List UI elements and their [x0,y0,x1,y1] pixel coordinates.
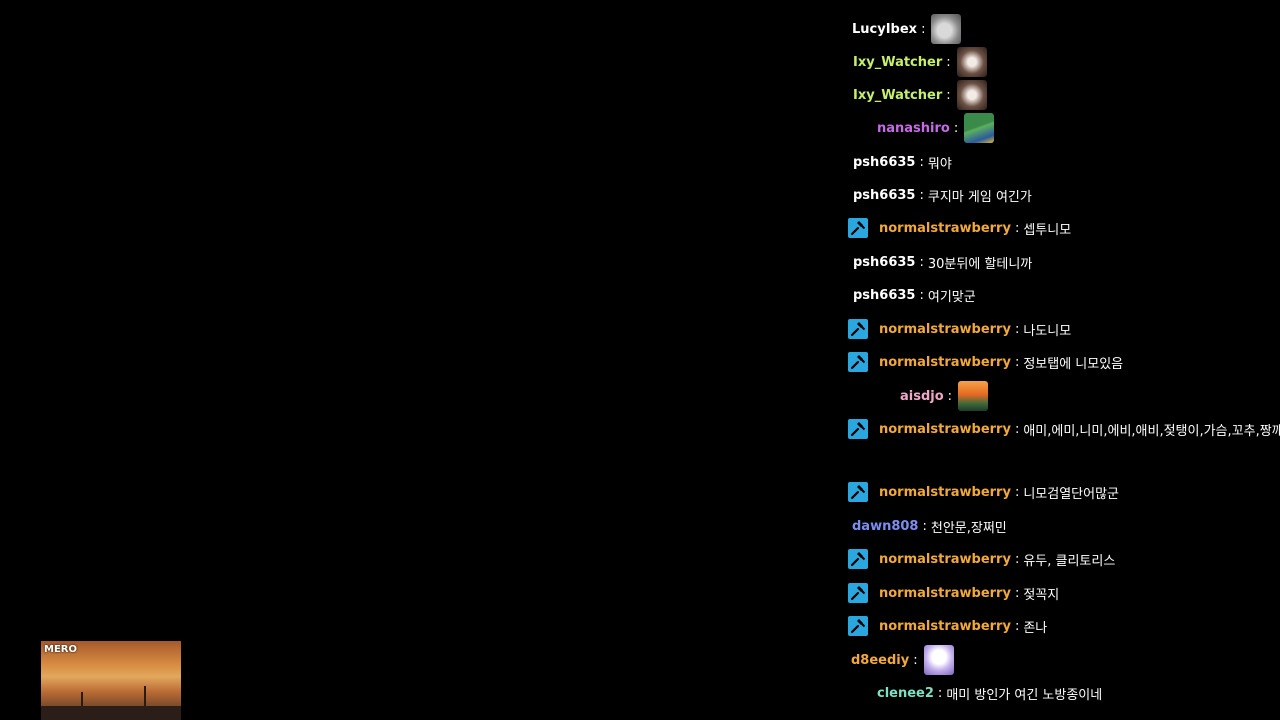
ibex-emote [931,14,962,44]
chat-username[interactable]: psh6635 [853,187,916,203]
sunset-emote [958,381,989,411]
chat-separator: : [947,388,953,404]
chat-message: aisdjo: [900,381,989,411]
chat-separator: : [1014,354,1020,370]
chat-separator: : [919,187,924,203]
chat-username[interactable]: psh6635 [853,287,916,303]
chat-separator: : [937,685,943,701]
moderator-hammer-icon [848,352,868,372]
chat-separator: : [1014,585,1020,601]
chat-message: normalstrawberry:나도니모 [848,314,1071,344]
chat-separator: : [913,652,918,668]
chat-username[interactable]: clenee2 [877,685,934,701]
chat-message: psh6635:뭐야 [853,147,952,177]
chat-separator: : [1014,484,1020,500]
chat-separator: : [946,54,951,70]
chat-message: Ixy_Watcher: [853,47,987,77]
chat-message: normalstrawberry:애미,에미,니미,에비,애비,젖탱이,가슴,꼬… [848,414,1280,444]
tower-shape [144,686,146,720]
chat-message-text: 나도니모 [1023,323,1072,339]
chat-username[interactable]: normalstrawberry [879,585,1011,601]
chat-username[interactable]: Ixy_Watcher [853,54,943,70]
chat-username[interactable]: normalstrawberry [879,421,1011,437]
chat-message: normalstrawberry:셉투니모 [848,213,1071,243]
chat-message: psh6635:여기맞군 [853,280,976,310]
chat-message: LucyIbex: [852,14,962,44]
chat-separator: : [919,154,924,170]
chat-message-text: 유두, 클리토리스 [1023,553,1116,569]
chat-message: psh6635:쿠지마 게임 여긴가 [853,180,1032,210]
chat-message-text: 애미,에미,니미,에비,애비,젖탱이,가슴,꼬추,짱깨 [1023,423,1280,439]
thumbnail-logo: MERO [44,644,77,655]
chat-username[interactable]: normalstrawberry [879,321,1011,337]
chat-message-text: 니모검열단어많군 [1023,486,1120,502]
chat-separator: : [1014,618,1020,634]
chat-message: normalstrawberry:존나 [848,611,1047,641]
chat-message-text: 정보탭에 니모있음 [1023,356,1124,372]
chat-message: dawn808:천안문,장쩌민 [852,511,1007,541]
chat-message-text: 쿠지마 게임 여긴가 [927,189,1032,205]
watcher-emote [956,47,987,77]
chat-message: clenee2:매미 방인가 여긴 노방종이네 [877,678,1102,708]
chat-username[interactable]: normalstrawberry [879,618,1011,634]
chat-username[interactable]: normalstrawberry [879,354,1011,370]
watcher-emote [956,80,987,110]
chat-message: d8eediy: [851,645,954,675]
stream-thumbnail[interactable]: MERO [41,641,181,720]
chat-username[interactable]: aisdjo [900,388,944,404]
anime-emote [923,645,954,675]
chat-separator: : [946,87,951,103]
chat-separator: : [919,287,924,303]
chat-message: normalstrawberry:니모검열단어많군 [848,477,1119,507]
chat-message: nanashiro: [877,113,995,143]
chat-message-text: 매미 방인가 여긴 노방종이네 [946,687,1103,703]
chat-message-text: 셉투니모 [1023,222,1072,238]
chat-separator: : [1014,421,1020,437]
chat-username[interactable]: nanashiro [877,120,950,136]
chat-separator: : [1014,220,1020,236]
chat-separator: : [919,254,924,270]
chat-separator: : [1014,551,1020,567]
moderator-hammer-icon [848,218,868,238]
chat-message: normalstrawberry:젖꼭지 [848,578,1059,608]
chat-username[interactable]: normalstrawberry [879,220,1011,236]
chat-username[interactable]: dawn808 [852,518,919,534]
chat-separator: : [953,120,959,136]
chat-message-text: 뭐야 [927,156,952,172]
chat-message-text: 존나 [1023,620,1048,636]
chat-message: psh6635:30분뒤에 할테니까 [853,247,1032,277]
frog-emote [964,113,995,143]
chat-separator: : [921,21,926,37]
chat-username[interactable]: normalstrawberry [879,484,1011,500]
chat-message-text: 여기맞군 [927,289,976,305]
chat-message: Ixy_Watcher: [853,80,987,110]
moderator-hammer-icon [848,583,868,603]
chat-username[interactable]: psh6635 [853,154,916,170]
chat-username[interactable]: d8eediy [851,652,910,668]
moderator-hammer-icon [848,616,868,636]
moderator-hammer-icon [848,482,868,502]
chat-separator: : [922,518,927,534]
chat-username[interactable]: normalstrawberry [879,551,1011,567]
moderator-hammer-icon [848,319,868,339]
chat-message: normalstrawberry:정보탭에 니모있음 [848,347,1123,377]
chat-username[interactable]: LucyIbex [852,21,918,37]
chat-message-text: 천안문,장쩌민 [930,520,1007,536]
moderator-hammer-icon [848,419,868,439]
moderator-hammer-icon [848,549,868,569]
chat-username[interactable]: psh6635 [853,254,916,270]
chat-message: normalstrawberry:유두, 클리토리스 [848,544,1115,574]
thumbnail-ground [41,706,181,720]
chat-username[interactable]: Ixy_Watcher [853,87,943,103]
chat-message-text: 30분뒤에 할테니까 [927,256,1033,272]
chat-message-text: 젖꼭지 [1023,587,1060,603]
chat-separator: : [1014,321,1020,337]
